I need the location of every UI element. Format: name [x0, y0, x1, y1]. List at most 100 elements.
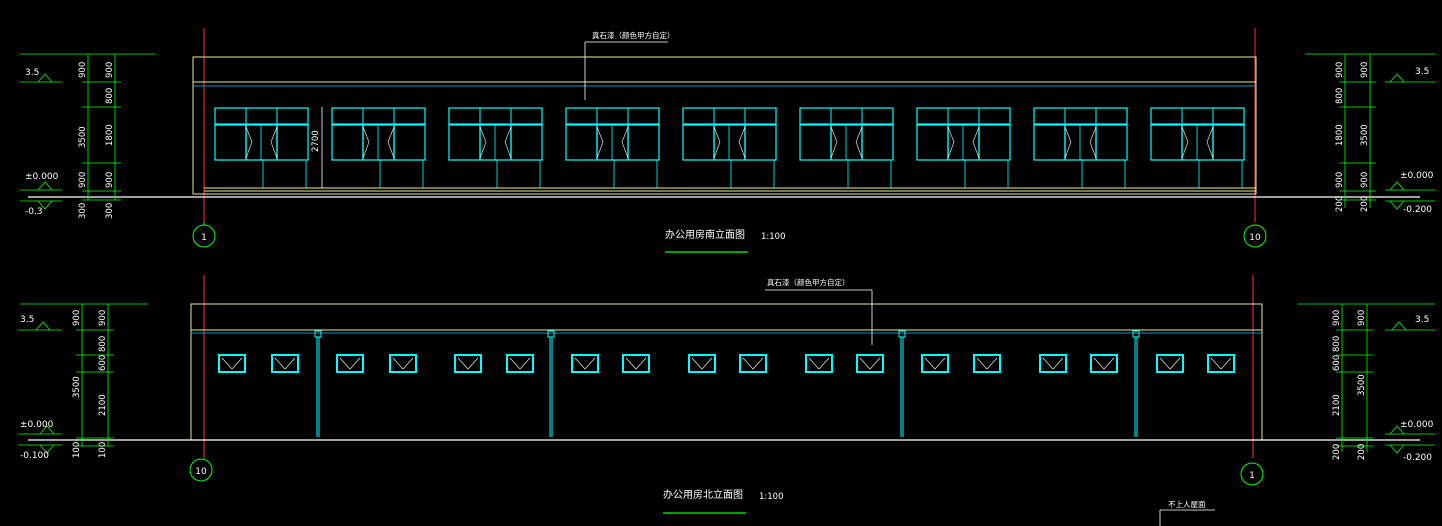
north-right-base-dim: 200 [1357, 444, 1367, 460]
south-scale: 1:100 [761, 232, 786, 242]
south-right-dim-800: 800 [1335, 88, 1345, 104]
south-left-dimensions [20, 53, 155, 210]
north-right-dim-o900: 900 [1357, 310, 1367, 326]
roof-note: 不上人屋面 [1168, 500, 1206, 509]
north-window [336, 354, 364, 373]
south-right-dim-o900: 900 [1360, 62, 1370, 78]
south-window-bay [214, 107, 309, 188]
south-right-dim-o900b: 900 [1360, 172, 1370, 188]
downpipe [1132, 330, 1140, 437]
north-window [688, 354, 716, 373]
south-left-dim-i300: 300 [105, 203, 115, 219]
north-left-base-dim: 100 [72, 442, 82, 458]
south-right-level-top: 3.5 [1415, 67, 1429, 77]
south-wall-outline [192, 56, 1257, 195]
north-right-dim-800: 800 [1332, 336, 1342, 352]
north-left-level-top: 3.5 [20, 315, 34, 325]
north-window [1207, 354, 1235, 373]
south-right-dim-1800: 1800 [1335, 124, 1345, 146]
north-window [1090, 354, 1118, 373]
north-window [973, 354, 1001, 373]
south-left-base-dim: 300 [78, 203, 88, 219]
north-left-level-bottom: -0.100 [20, 451, 49, 461]
south-left-dim-900b: 900 [78, 172, 88, 188]
north-right-dim-900: 900 [1332, 310, 1342, 326]
north-windows [218, 354, 1235, 373]
north-material-note: 真石漆（颜色甲方自定） [767, 277, 850, 287]
north-window [1039, 354, 1067, 373]
north-window [454, 354, 482, 373]
north-left-level-zero: ±0.000 [20, 420, 54, 430]
south-right-dim-900: 900 [1335, 62, 1345, 78]
south-left-dim-i900b: 900 [105, 172, 115, 188]
south-left-dim-i800: 800 [105, 88, 115, 104]
downpipe [898, 330, 906, 437]
north-window [1156, 354, 1184, 373]
south-title: 办公用房南立面图 [665, 228, 745, 241]
north-left-dim-i2100: 2100 [98, 394, 108, 416]
door-height-dim: 2700 [311, 130, 321, 152]
north-left-dim-i100: 100 [98, 442, 108, 458]
north-right-dimensions [1298, 303, 1435, 454]
south-window-bay [799, 107, 894, 188]
north-title: 办公用房北立面图 [663, 488, 743, 501]
north-right-dim-200: 200 [1332, 444, 1342, 460]
south-left-level-top: 3.5 [25, 68, 39, 78]
north-scale: 1:100 [759, 492, 784, 502]
south-right-level-zero: ±0.000 [1400, 171, 1434, 181]
north-elevation: 真石漆（颜色甲方自定） 10 1 办公用房北立面图 1:100 3.5 ± [18, 275, 1435, 514]
north-window [805, 354, 833, 373]
axis-label-10-north: 10 [195, 467, 207, 477]
south-right-dim-900b: 900 [1335, 172, 1345, 188]
south-left-dim-i900: 900 [105, 62, 115, 78]
downpipe [314, 330, 322, 437]
north-window [218, 354, 246, 373]
south-window-bay [682, 107, 777, 188]
north-window [389, 354, 417, 373]
south-right-dim-200: 200 [1335, 196, 1345, 212]
north-window [739, 354, 767, 373]
north-window [571, 354, 599, 373]
north-left-dim-900: 900 [72, 310, 82, 326]
axis-bubble-10 [1243, 224, 1267, 248]
north-right-level-zero: ±0.000 [1400, 420, 1434, 430]
south-right-dimensions [1305, 53, 1435, 210]
axis-label-1-north: 1 [1249, 471, 1255, 481]
south-window-bay [1033, 107, 1128, 188]
north-left-dim-i600: 600 [98, 355, 108, 371]
south-left-level-bottom: -0.3 [25, 207, 43, 217]
south-window-bay [448, 107, 543, 188]
axis-bubble-1-north [1240, 462, 1264, 486]
south-left-dim-900: 900 [78, 62, 88, 78]
north-right-dim-600: 600 [1332, 355, 1342, 371]
south-right-total: 3500 [1360, 124, 1370, 146]
north-left-dimensions [18, 303, 148, 454]
north-left-dim-i900: 900 [98, 310, 108, 326]
south-left-level-zero: ±0.000 [25, 172, 59, 182]
south-window-bay [565, 107, 660, 188]
south-left-dim-i1800: 1800 [105, 124, 115, 146]
north-window [271, 354, 299, 373]
axis-bubble-10-north [189, 458, 213, 482]
north-right-level-bottom: -0.200 [1403, 453, 1432, 463]
north-right-level-top: 3.5 [1415, 315, 1429, 325]
south-material-note: 真石漆（颜色甲方自定） [592, 30, 675, 40]
south-windows [214, 107, 1245, 188]
south-window-bay [331, 107, 426, 188]
axis-label-10: 10 [1249, 233, 1261, 243]
axis-label-1: 1 [201, 233, 207, 243]
south-window-bay [916, 107, 1011, 188]
north-left-dim-i800: 800 [98, 336, 108, 352]
south-left-total: 3500 [78, 126, 88, 148]
north-left-total: 3500 [72, 376, 82, 398]
north-right-dim-2100: 2100 [1332, 394, 1342, 416]
north-window [622, 354, 650, 373]
south-elevation: 2700 真石漆（颜色甲方自定） 1 10 办公用房南立面图 1:100 [20, 28, 1435, 253]
north-right-total: 3500 [1357, 374, 1367, 396]
south-right-base-dim: 200 [1360, 196, 1370, 212]
north-window [856, 354, 884, 373]
north-window [506, 354, 534, 373]
north-window [921, 354, 949, 373]
downpipe [547, 330, 555, 437]
